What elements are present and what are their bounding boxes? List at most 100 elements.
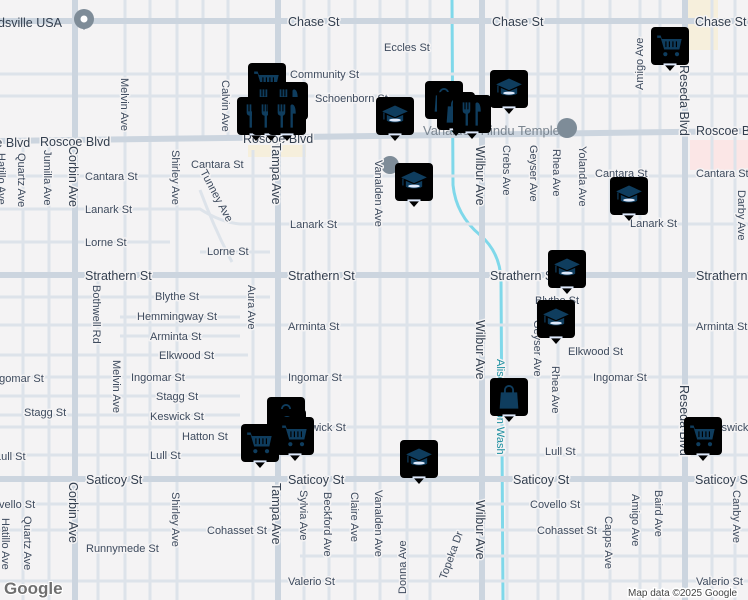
restaurant-marker[interactable] bbox=[267, 96, 307, 142]
street-label: Roscoe Blvd bbox=[696, 124, 748, 138]
street-label: Sylvia Ave bbox=[297, 490, 309, 541]
street-label: Jumilla Ave bbox=[41, 150, 53, 205]
street-label: Covello St bbox=[0, 499, 35, 511]
street-label: Arminta St bbox=[150, 331, 201, 343]
street-label: Shirley Ave bbox=[169, 150, 181, 205]
map-pin-dot bbox=[80, 15, 88, 23]
street-label: Wilbur Ave bbox=[473, 320, 487, 380]
street-label: Melvin Ave bbox=[118, 78, 130, 131]
street-label: Rhea Ave bbox=[549, 366, 561, 414]
school-marker[interactable] bbox=[375, 96, 415, 142]
street-label: Strathern St bbox=[288, 269, 355, 283]
street-label: Lanark St bbox=[290, 219, 337, 231]
street-label: Hatillo Ave bbox=[0, 518, 11, 570]
street-label: Cantara St bbox=[191, 159, 244, 171]
street-label: Lorne St bbox=[85, 237, 127, 249]
street-label: Hemmingway St bbox=[137, 311, 217, 323]
street-label: Quartz Ave bbox=[21, 516, 33, 570]
street-label: Lull St bbox=[150, 450, 181, 462]
street-label: Strathern St bbox=[490, 269, 557, 283]
street-label: Donna Ave bbox=[397, 540, 409, 594]
commercial-area bbox=[690, 140, 748, 170]
street-label: Lorne St bbox=[207, 246, 249, 258]
street-label: Ingomar St bbox=[131, 372, 185, 384]
street-label: Claire Ave bbox=[348, 492, 360, 542]
street-label: Melvin Ave bbox=[110, 360, 122, 413]
street-label: Stagg St bbox=[24, 407, 66, 419]
street-label: Lanark St bbox=[630, 218, 677, 230]
street-label: Reseda Blvd bbox=[677, 65, 691, 136]
street-label: Chase St bbox=[695, 15, 747, 29]
street-label: Eccles St bbox=[384, 42, 430, 54]
street-label: Hatton St bbox=[182, 431, 228, 443]
street-label: Baird Ave bbox=[652, 490, 664, 537]
street-label: Yolanda Ave bbox=[576, 146, 588, 207]
street-label: Crebs Ave bbox=[500, 145, 512, 196]
street-label: Corbin Ave bbox=[66, 146, 80, 207]
street-label: Saticoy St bbox=[288, 473, 345, 487]
school-poi-icon bbox=[381, 156, 399, 174]
street-label: Valerio St bbox=[288, 576, 335, 588]
street-label: Arminta St bbox=[288, 321, 339, 333]
street-label: Wilbur Ave bbox=[473, 146, 487, 206]
street-label: Bothwell Rd bbox=[90, 285, 102, 344]
street-label: Stagg St bbox=[156, 391, 198, 403]
school-marker[interactable] bbox=[394, 162, 434, 208]
school-marker[interactable] bbox=[399, 439, 439, 485]
street-label: Tampa Ave bbox=[269, 143, 283, 205]
street-label: Blythe St bbox=[155, 291, 199, 303]
street-label: Saticoy St bbox=[695, 473, 748, 487]
street-label: Vanalden Ave bbox=[372, 160, 384, 227]
street-label: Ingomar St bbox=[288, 372, 342, 384]
street-label: Wilbur Ave bbox=[473, 500, 487, 560]
street-label: Rhea Ave bbox=[550, 149, 562, 197]
street-label: Elkwood St bbox=[568, 346, 623, 358]
cart-marker[interactable] bbox=[275, 416, 315, 462]
street-label: Chase St bbox=[288, 15, 340, 29]
street-label: Covello St bbox=[530, 499, 580, 511]
street-label: Keswick St bbox=[150, 411, 204, 423]
google-logo[interactable]: Google bbox=[3, 578, 64, 599]
street-label: Beckford Ave bbox=[321, 492, 333, 557]
street-label: Arminta St bbox=[696, 321, 747, 333]
school-marker[interactable] bbox=[536, 299, 576, 345]
street-label: Ingomar St bbox=[0, 373, 44, 385]
street-label: Cohasset St bbox=[537, 525, 597, 537]
cart-marker[interactable] bbox=[650, 26, 690, 72]
street-label: Roscoe Blvd bbox=[0, 136, 30, 150]
street-label: Hatillo Ave bbox=[0, 153, 7, 205]
street-label: Geyser Ave bbox=[527, 145, 539, 202]
street-label: Strathern St bbox=[85, 269, 152, 283]
school-marker[interactable] bbox=[547, 249, 587, 295]
street-label: Canby Ave bbox=[730, 490, 742, 543]
street-label: Corbin Ave bbox=[66, 482, 80, 543]
restaurant-marker[interactable] bbox=[452, 94, 492, 140]
street-label: Ingomar St bbox=[593, 372, 647, 384]
street-label: Saticoy St bbox=[513, 473, 570, 487]
street-label: Runnymede St bbox=[86, 543, 159, 555]
temple-icon bbox=[557, 118, 577, 138]
cart-marker[interactable] bbox=[683, 416, 723, 462]
street-label: Cohasset St bbox=[207, 525, 267, 537]
cart-marker[interactable] bbox=[240, 423, 280, 469]
street-label: Valerio St bbox=[696, 576, 743, 588]
shopping-bag-marker[interactable] bbox=[489, 377, 529, 423]
street-label: Calvin Ave bbox=[219, 80, 231, 132]
street-label: Tampa Ave bbox=[269, 483, 283, 545]
poi-label: dsville USA bbox=[0, 16, 63, 30]
school-marker[interactable] bbox=[489, 69, 529, 115]
street-label: Shirley Ave bbox=[169, 492, 181, 547]
school-marker[interactable] bbox=[609, 176, 649, 222]
street-label: Darby Ave bbox=[735, 190, 747, 241]
street-label: Amigo Ave bbox=[634, 38, 646, 90]
attribution[interactable]: Map data ©2025 Google bbox=[627, 587, 740, 600]
street-label: Quartz Ave bbox=[15, 153, 27, 207]
street-label: Elkwood St bbox=[159, 350, 214, 362]
street-label: Cantara St bbox=[85, 171, 138, 183]
poi-kidsville[interactable]: dsville USA bbox=[0, 9, 94, 30]
street-label: Saticoy St bbox=[86, 473, 143, 487]
